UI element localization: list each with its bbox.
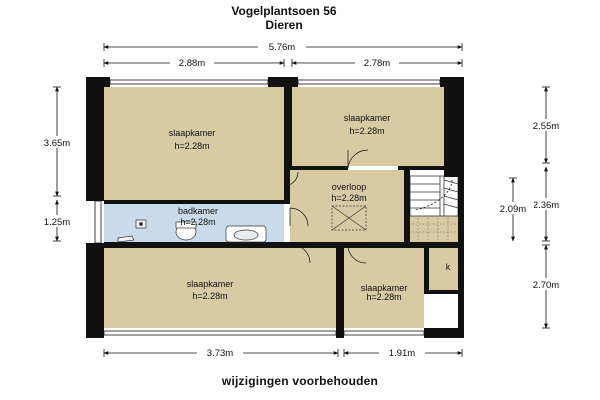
room-bottom-left-name: slaapkamer	[187, 279, 234, 289]
room-top-right-name: slaapkamer	[344, 113, 391, 123]
dim-right-lower-label: 2.70m	[533, 280, 559, 291]
room-bottom-left-height: h=2.28m	[192, 291, 227, 301]
room-top-right-height: h=2.28m	[349, 126, 384, 136]
door-bathroom	[289, 207, 309, 227]
dim-right-middle-label: 2.36m	[533, 200, 559, 211]
wall-outer-right-lower	[458, 170, 464, 338]
room-bottom-right-name: slaapkamer	[361, 283, 408, 293]
room-bottom-left-floor	[104, 248, 336, 328]
door-bottom-right	[347, 244, 367, 264]
bathroom-height: h=2.28m	[180, 217, 215, 227]
stair-landing-floor	[410, 216, 461, 242]
dim-left-lower-label: 1.25m	[44, 217, 70, 228]
walls	[86, 77, 464, 338]
wall-bathroom-bottom	[104, 242, 344, 248]
wall-outer-top-mid	[268, 77, 298, 87]
title-address: Vogelplantsoen 56	[231, 4, 336, 18]
wall-interior-vertical-top	[284, 87, 292, 170]
doors	[283, 149, 369, 264]
room-top-left-name: slaapkamer	[169, 128, 216, 138]
wall-landing-top-left	[292, 166, 348, 170]
room-top-right-floor	[292, 87, 444, 166]
dim-top-right-label: 2.78m	[364, 58, 390, 69]
room-top-left-floor	[104, 87, 284, 200]
wall-landing-top-right	[398, 166, 458, 170]
wall-bottom-right-top	[344, 242, 464, 248]
dim-top-left-label: 2.88m	[179, 58, 205, 69]
dim-top-total-label: 5.76m	[269, 42, 295, 53]
closet-label: k	[446, 262, 451, 272]
wall-bathroom-top	[104, 200, 284, 204]
title-city: Dieren	[265, 18, 302, 32]
wall-closet-bottom	[424, 290, 464, 294]
landing-height: h=2.28m	[331, 193, 366, 203]
landing-floor	[290, 170, 408, 242]
room-top-left-height: h=2.28m	[174, 141, 209, 151]
closet-floor	[429, 248, 461, 290]
bathroom-fixtures	[117, 219, 267, 243]
shower-icon	[117, 235, 135, 243]
wall-interior-vertical-bottom	[336, 242, 344, 328]
dim-bottom-right-label: 1.91m	[389, 348, 415, 359]
wall-landing-left	[284, 170, 290, 204]
dim-bottom-left-label: 3.73m	[207, 348, 233, 359]
wall-closet-left	[424, 248, 429, 292]
dim-left-upper-label: 3.65m	[44, 138, 70, 149]
dim-stair-label: 2.09m	[500, 204, 526, 215]
disclaimer-footer: wijzigingen voorbehouden	[221, 374, 379, 388]
bathroom-name: badkamer	[178, 206, 218, 216]
loft-hatch-icon	[331, 205, 367, 231]
door-top-left	[283, 171, 299, 187]
dim-right-upper-label: 2.55m	[533, 121, 559, 132]
staircase	[409, 175, 459, 217]
landing-name: overloop	[332, 182, 367, 192]
room-bottom-right-height: h=2.28m	[366, 292, 401, 302]
stair-railing	[412, 218, 458, 240]
door-top-right	[347, 149, 369, 169]
wall-outer-left-lower	[86, 243, 104, 338]
wall-outer-right-upper	[444, 77, 464, 177]
wall-stair-left	[404, 170, 410, 242]
wall-outer-left-upper	[86, 77, 104, 201]
room-bottom-right-floor	[344, 248, 424, 328]
